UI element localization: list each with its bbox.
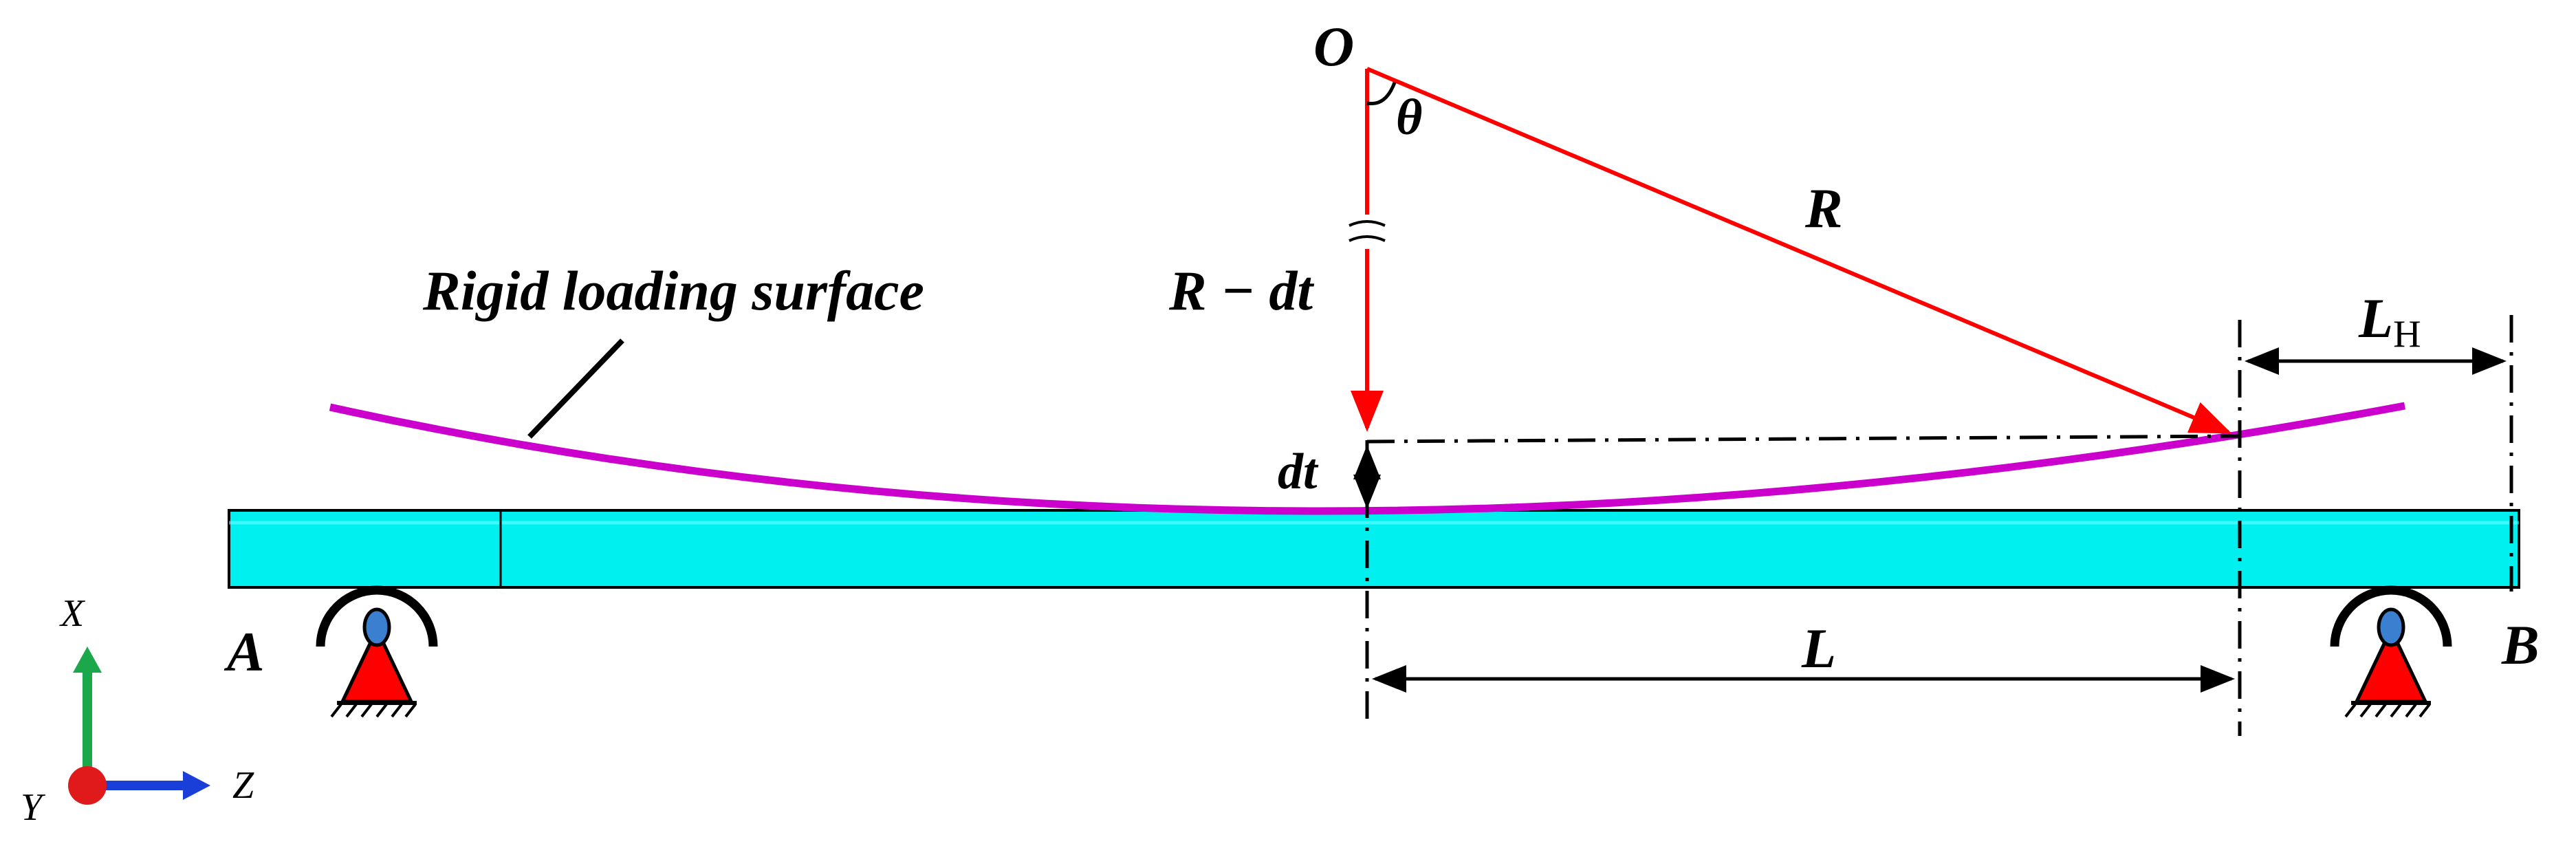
length-label: L [1801, 617, 1836, 680]
support-b-label: B [2501, 614, 2540, 676]
surface-leader-line [527, 338, 624, 439]
axis-z-label: Z [232, 764, 254, 807]
radius-lines [1349, 67, 2232, 434]
axis-x-label: X [59, 592, 86, 635]
xyz-axes-icon [68, 647, 210, 805]
angle-label: θ [1396, 89, 1422, 146]
pin-support-icon [316, 585, 438, 718]
axis-y-label: Y [21, 786, 46, 829]
support-a-label: A [223, 620, 265, 683]
lh-main: L [2358, 287, 2393, 349]
surface-label: Rigid loading surface [422, 259, 924, 322]
rigid-loading-surface [329, 402, 2406, 515]
radius-label: R [1804, 177, 1843, 239]
dt-reference-line [1366, 434, 2240, 444]
lh-label: LH [2358, 287, 2421, 356]
lh-sub: H [2393, 313, 2421, 356]
r-minus-dt-label: R − dt [1168, 259, 1314, 322]
beam [228, 509, 2520, 589]
pin-support-icon [2330, 585, 2452, 718]
dt-label: dt [1278, 444, 1319, 500]
origin-label: O [1313, 15, 1354, 78]
